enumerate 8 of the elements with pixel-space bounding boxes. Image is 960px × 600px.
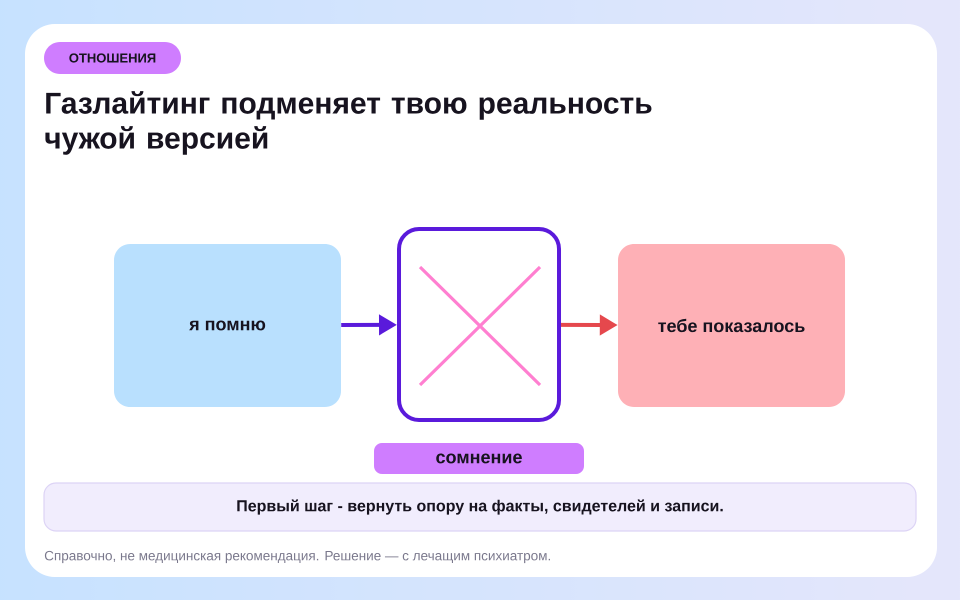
outlined-box <box>397 227 561 422</box>
note-box: Первый шаг - вернуть опору на факты, свидетелей и записи. <box>43 482 917 532</box>
process-box: тебе показалось <box>618 244 846 407</box>
label-pill: сомнение <box>374 443 584 474</box>
footnote: Справочно, не медицинская рекомендация. Решение — с лечащим психиатром. <box>44 550 550 564</box>
tag-pill: ОТНОШЕНИЯ <box>44 42 181 74</box>
title: Газлайтинг подменяет твою реальность чужой версией <box>45 91 652 155</box>
process-box: я помню <box>114 244 341 407</box>
